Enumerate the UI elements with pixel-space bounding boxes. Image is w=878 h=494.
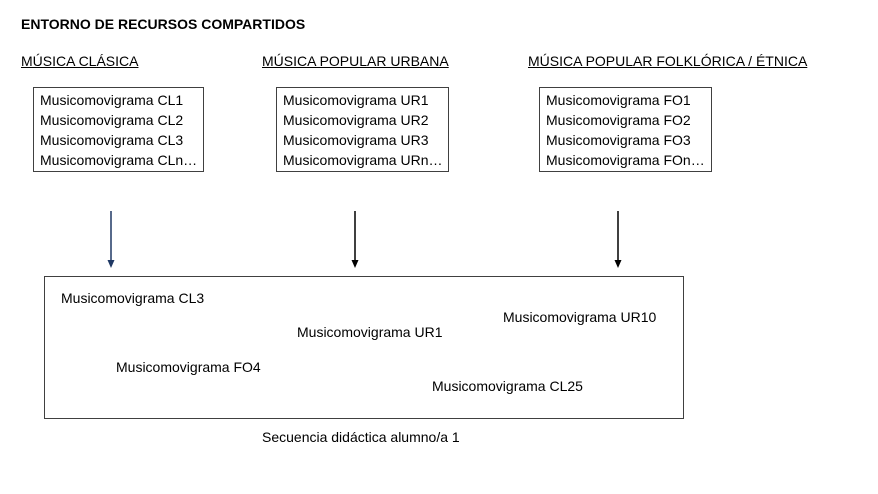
resource-item: Musicomovigrama FO2 [546, 112, 691, 128]
resource-item: Musicomovigrama CLn… [40, 152, 198, 168]
sequence-box: Musicomovigrama CL3 Musicomovigrama UR1 … [44, 276, 684, 419]
resource-box-folklorica: Musicomovigrama FO1 Musicomovigrama FO2 … [539, 87, 712, 172]
category-heading-urbana: MÚSICA POPULAR URBANA [262, 53, 449, 69]
sequence-item-cl3: Musicomovigrama CL3 [61, 290, 205, 306]
sequence-item-ur10: Musicomovigrama UR10 [503, 309, 657, 325]
resource-item: Musicomovigrama FO1 [546, 92, 691, 108]
resource-item: Musicomovigrama UR2 [283, 112, 429, 128]
diagram-title: ENTORNO DE RECURSOS COMPARTIDOS [21, 16, 306, 32]
arrow-clasica [107, 211, 115, 268]
category-heading-clasica: MÚSICA CLÁSICA [21, 53, 139, 69]
sequence-item-cl25: Musicomovigrama CL25 [432, 378, 583, 394]
resource-item: Musicomovigrama CL1 [40, 92, 184, 108]
resource-box-clasica: Musicomovigrama CL1 Musicomovigrama CL2 … [33, 87, 205, 172]
category-heading-folklorica: MÚSICA POPULAR FOLKLÓRICA / ÉTNICA [528, 53, 808, 69]
sequence-item-ur1: Musicomovigrama UR1 [297, 324, 443, 340]
resource-item: Musicomovigrama UR3 [283, 132, 429, 148]
sequence-caption: Secuencia didáctica alumno/a 1 [262, 429, 460, 445]
resource-item: Musicomovigrama UR1 [283, 92, 429, 108]
resource-item: Musicomovigrama CL3 [40, 132, 184, 148]
arrow-urbana [351, 211, 359, 268]
resource-item: Musicomovigrama FO3 [546, 132, 691, 148]
resource-box-urbana: Musicomovigrama UR1 Musicomovigrama UR2 … [276, 87, 450, 172]
resource-item: Musicomovigrama CL2 [40, 112, 184, 128]
resource-item: Musicomovigrama URn… [283, 152, 443, 168]
sequence-item-fo4: Musicomovigrama FO4 [116, 359, 261, 375]
resource-item: Musicomovigrama FOn… [546, 152, 705, 168]
arrow-folklorica [614, 211, 622, 268]
